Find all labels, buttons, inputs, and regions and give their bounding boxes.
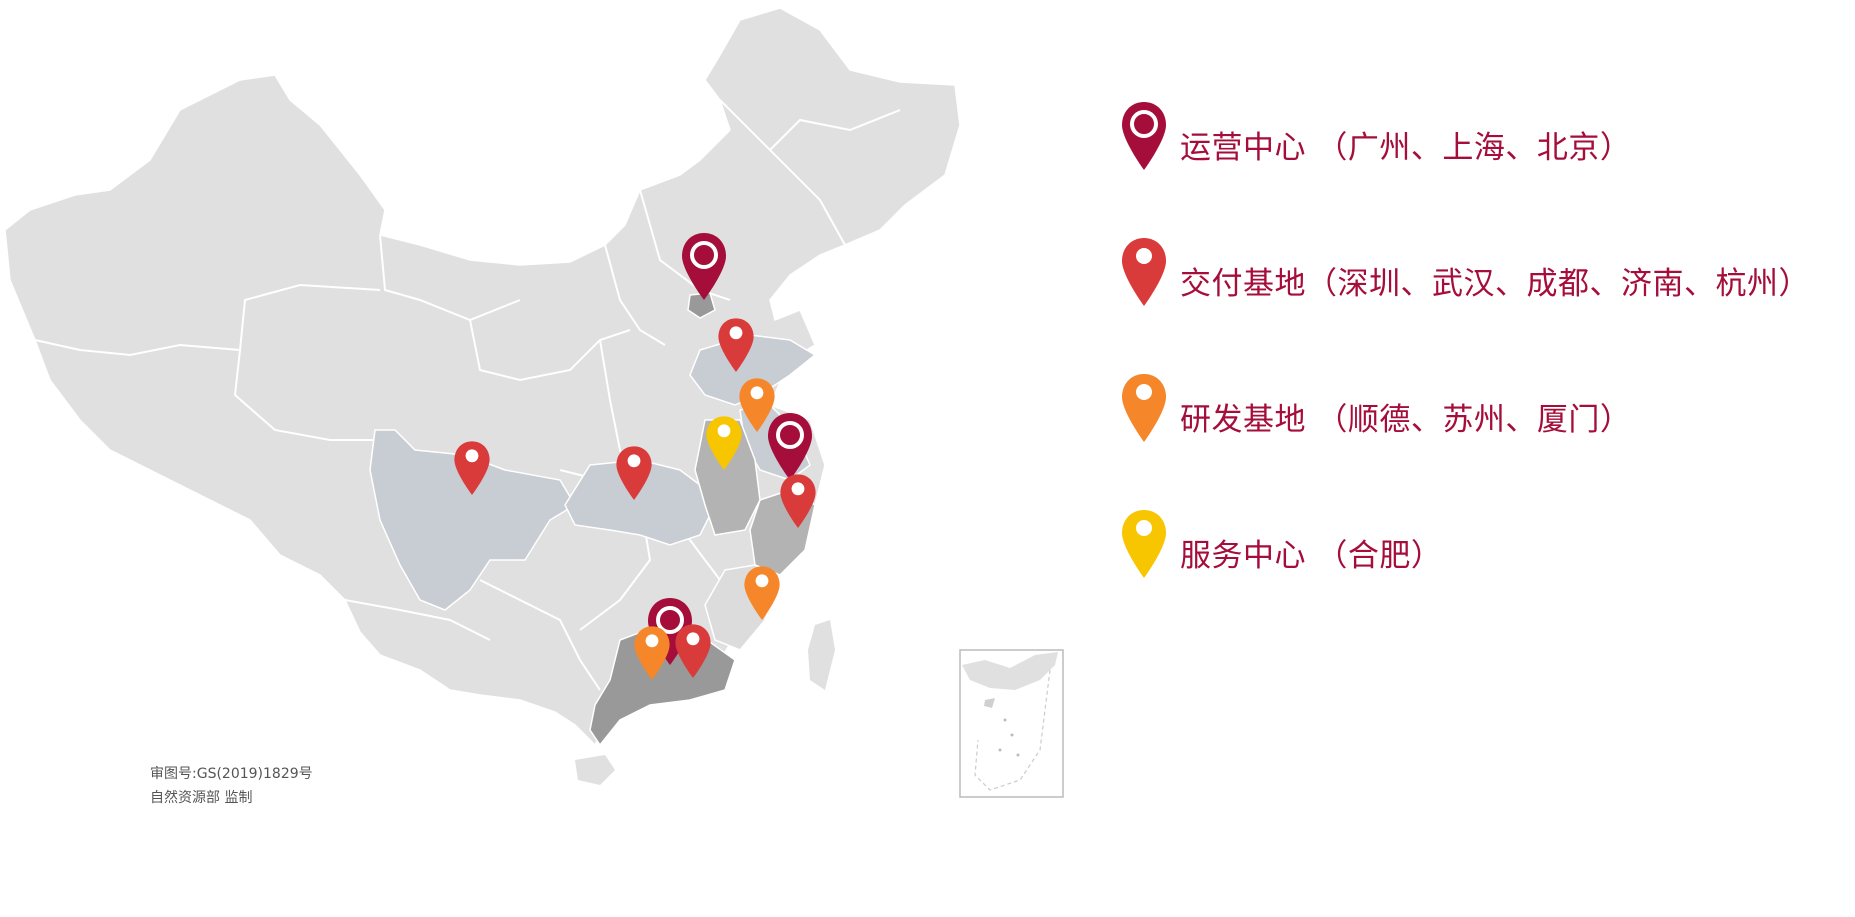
province-border: [639, 189, 731, 301]
province-sichuan: [369, 429, 577, 611]
province-border: [769, 109, 901, 151]
legend-label-rnd: 研发基地 （顺德、苏州、厦门）: [1180, 402, 1632, 438]
province-border: [34, 283, 381, 357]
province-border: [379, 234, 521, 322]
map-pin-delivery: [718, 318, 754, 372]
island-hainan: [575, 755, 615, 785]
map-pin-rnd: [739, 378, 775, 432]
map-pin-delivery: [454, 441, 490, 495]
map-pin-delivery: [780, 474, 816, 528]
map-pin-delivery: [675, 624, 711, 678]
map-pins: [454, 233, 816, 680]
map-pin-icon: [1122, 238, 1166, 306]
map-pin-ring-icon: [1122, 102, 1166, 170]
island-taiwan: [808, 620, 835, 690]
south-china-sea-inset: [959, 649, 1064, 798]
map-pin-rnd: [634, 626, 670, 680]
map-pin-service: [706, 416, 742, 470]
map-pin-rnd: [744, 566, 780, 620]
map-pin-icon: [1122, 374, 1166, 442]
legend-item-rnd: 研发基地 （顺德、苏州、厦门）: [1120, 372, 1840, 452]
map-supervisor: 自然资源部 监制: [150, 790, 253, 806]
map-pin-delivery: [616, 446, 652, 500]
province-border: [604, 244, 666, 346]
legend-label-ops: 运营中心 （广州、上海、北京）: [1180, 130, 1632, 166]
legend-label-service: 服务中心 （合肥）: [1180, 538, 1443, 574]
map-pin-ops: [768, 413, 812, 480]
map-pin-ops: [682, 233, 726, 300]
legend-item-delivery: 交付基地（深圳、武汉、成都、济南、杭州）: [1120, 236, 1840, 316]
province-border: [479, 579, 601, 691]
map-approval-number: 审图号:GS(2019)1829号: [150, 766, 313, 782]
map-pin-icon: [1122, 510, 1166, 578]
province-border: [233, 349, 390, 441]
province-shandong: [689, 334, 817, 406]
china-map: [4, 7, 1064, 798]
province-border: [344, 599, 491, 641]
legend-label-delivery: 交付基地（深圳、武汉、成都、济南、杭州）: [1180, 266, 1810, 302]
legend-item-service: 服务中心 （合肥）: [1120, 508, 1840, 588]
legend-item-ops: 运营中心 （广州、上海、北京）: [1120, 100, 1840, 180]
province-border: [469, 319, 631, 382]
province-border: [719, 99, 846, 246]
province-hubei: [564, 459, 716, 546]
